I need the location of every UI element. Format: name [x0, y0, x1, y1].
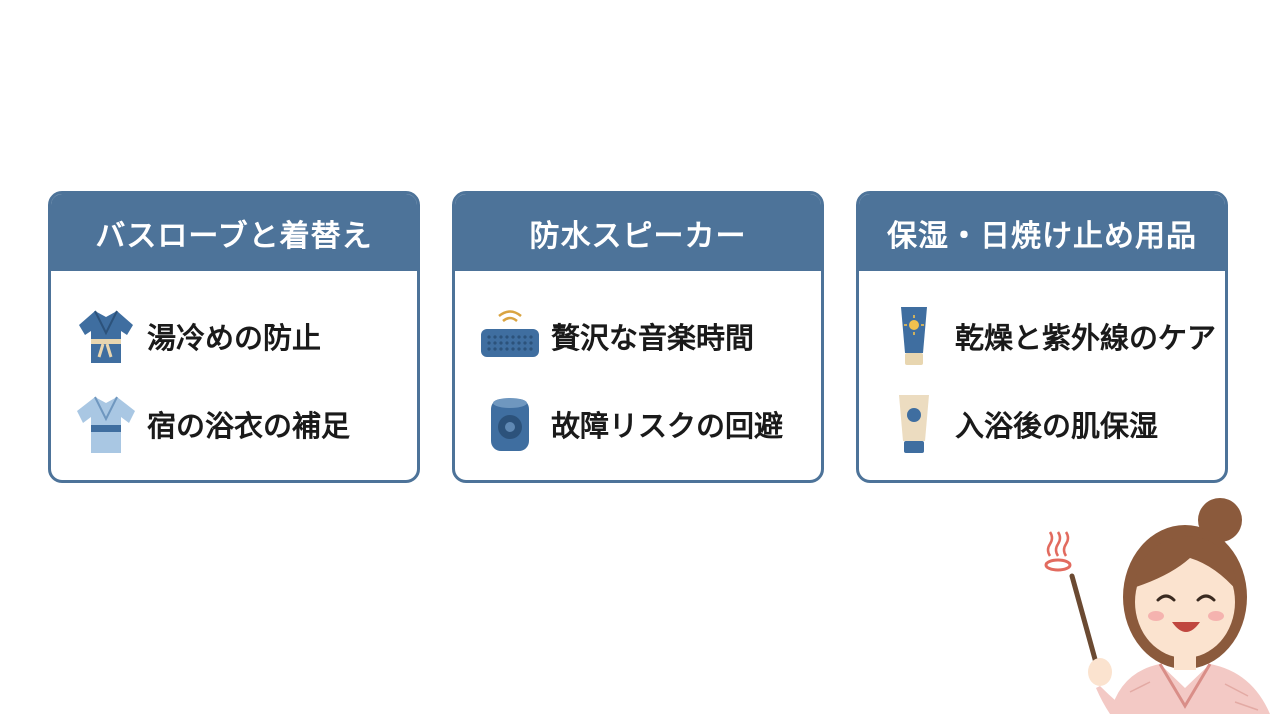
yukata-icon: [73, 391, 139, 457]
list-item: 入浴後の肌保湿: [881, 388, 1215, 460]
list-item: 乾燥と紫外線のケア: [881, 300, 1217, 372]
card-title: バスローブと着替え: [51, 194, 417, 271]
list-item: 贅沢な音楽時間: [477, 300, 811, 372]
item-label: 湯冷めの防止: [147, 321, 322, 355]
list-item: 湯冷めの防止: [73, 300, 407, 372]
cylinder-speaker-icon: [477, 391, 543, 457]
item-label: 入浴後の肌保湿: [955, 409, 1159, 443]
item-label: 乾燥と紫外線のケア: [955, 321, 1217, 355]
card-bathrobe: バスローブと着替え 湯冷めの防止 宿の浴衣の補足: [48, 191, 420, 483]
sunscreen-tube-icon: [881, 303, 947, 369]
bathrobe-icon: [73, 303, 139, 369]
item-label: 故障リスクの回避: [551, 409, 784, 443]
card-title: 防水スピーカー: [455, 194, 821, 271]
list-item: 宿の浴衣の補足: [73, 388, 407, 460]
onsen-guide-girl-illustration: [1020, 492, 1280, 714]
bluetooth-speaker-icon: [477, 303, 543, 369]
card-skincare: 保湿・日焼け止め用品 乾燥と紫外線のケア: [856, 191, 1228, 483]
item-label: 贅沢な音楽時間: [551, 321, 755, 355]
item-label: 宿の浴衣の補足: [147, 409, 351, 443]
card-title: 保湿・日焼け止め用品: [859, 194, 1225, 271]
card-waterproof-speaker: 防水スピーカー 贅沢な音楽時間: [452, 191, 824, 483]
hot-spring-symbol-icon: [1044, 531, 1072, 572]
moisturizer-tube-icon: [881, 391, 947, 457]
list-item: 故障リスクの回避: [477, 388, 811, 460]
